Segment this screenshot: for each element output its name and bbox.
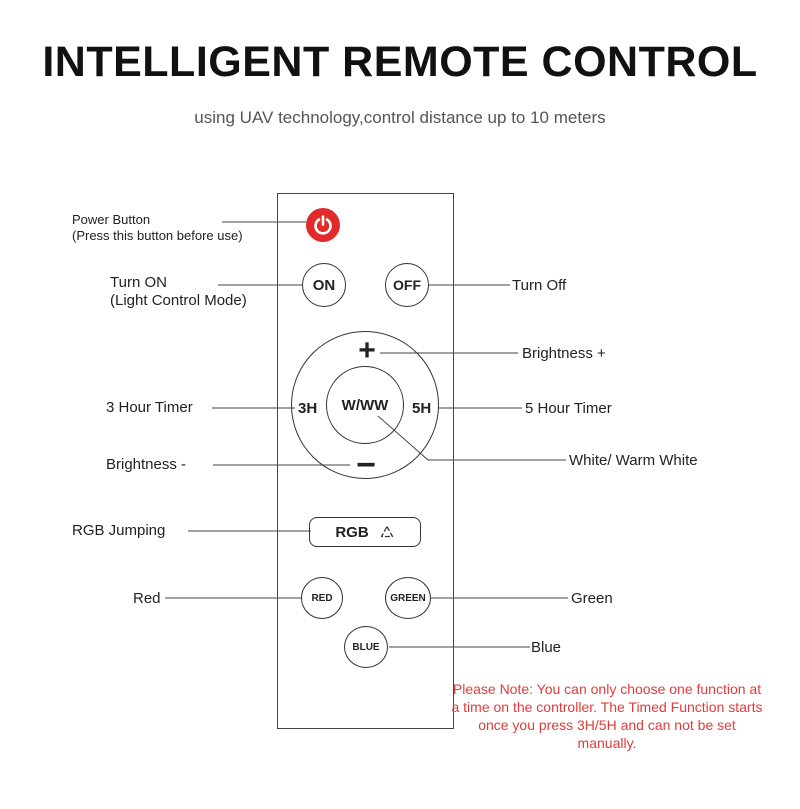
brightness-plus-callout: Brightness + — [522, 345, 606, 362]
brightness-plus-button[interactable]: + — [358, 334, 376, 367]
green-callout: Green — [571, 590, 613, 607]
red-callout: Red — [133, 590, 161, 607]
brightness-minus-button[interactable]: − — [356, 446, 376, 484]
off-button[interactable]: OFF — [385, 263, 429, 307]
rgb-button[interactable]: RGB — [309, 517, 421, 547]
white-warm-button[interactable]: W/WW — [326, 366, 404, 444]
turn-off-callout: Turn Off — [512, 277, 567, 294]
page-subtitle: using UAV technology,control distance up… — [194, 108, 606, 127]
timer-3h-callout: 3 Hour Timer — [106, 399, 193, 416]
timer-5h-callout: 5 Hour Timer — [525, 400, 612, 417]
power-icon — [314, 215, 332, 235]
cycle-icon — [380, 525, 393, 538]
turn-on-callout-line1: Turn ON — [110, 274, 167, 291]
on-button[interactable]: ON — [302, 263, 346, 307]
rgb-jumping-callout: RGB Jumping — [72, 522, 166, 539]
usage-note: Please Note: You can only choose one fun… — [451, 681, 763, 751]
blue-callout: Blue — [531, 639, 562, 656]
turn-on-callout: Turn ON (Light Control Mode) — [110, 274, 247, 310]
red-button[interactable]: RED — [301, 577, 343, 619]
remote-body — [277, 193, 454, 729]
power-callout-line2: (Press this button before use) — [72, 228, 243, 243]
power-button[interactable] — [306, 208, 340, 242]
power-callout-line1: Power Button — [72, 212, 151, 227]
direction-ring — [291, 331, 439, 479]
green-button[interactable]: GREEN — [385, 577, 431, 619]
power-callout: Power Button (Press this button before u… — [72, 212, 243, 244]
white-warm-callout: White/ Warm White — [569, 452, 698, 469]
timer-3h-button[interactable]: 3H — [298, 400, 318, 417]
turn-on-callout-line2: (Light Control Mode) — [110, 292, 247, 309]
brightness-minus-callout: Brightness - — [106, 456, 187, 473]
rgb-button-label: RGB — [335, 523, 369, 541]
page-title: INTELLIGENT REMOTE CONTROL — [42, 38, 758, 86]
blue-button[interactable]: BLUE — [344, 626, 388, 668]
timer-5h-button[interactable]: 5H — [412, 400, 432, 417]
